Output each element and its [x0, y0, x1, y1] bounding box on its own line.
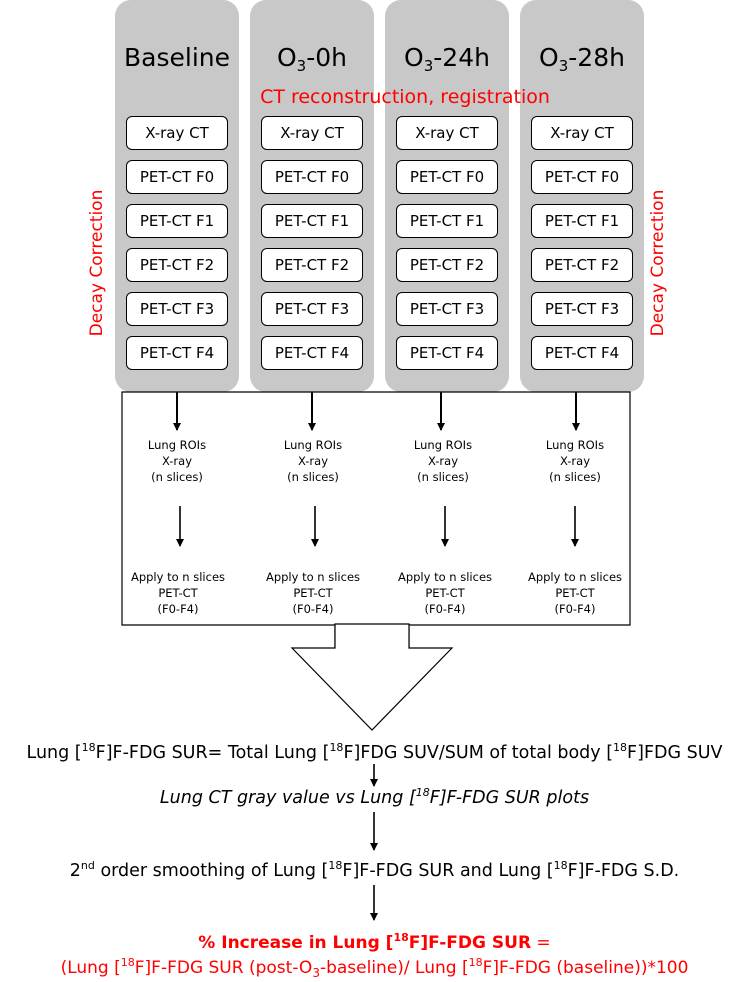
- scan-box-pet-ct-f4: PET-CT F4: [396, 336, 498, 370]
- scan-box-pet-ct-f3: PET-CT F3: [396, 292, 498, 326]
- plots-label: Lung CT gray value vs Lung [18F]F-FDG SU…: [159, 786, 590, 808]
- column-title: O3-0h: [276, 43, 347, 75]
- column-title: O3-28h: [539, 43, 625, 75]
- increase-formula: (Lung [18F]F-FDG SUR (post-O3-baseline)/…: [60, 956, 689, 980]
- column-o3-0h: O3-0h X-ray CT PET-CT F0 PET-CT F1 PET-C…: [250, 0, 374, 392]
- scan-box-pet-ct-f3: PET-CT F3: [126, 292, 228, 326]
- increase-title: % Increase in Lung [18F]F-FDG SUR =: [198, 931, 551, 953]
- scan-box-pet-ct-f2: PET-CT F2: [126, 248, 228, 282]
- column-o3-28h: O3-28h X-ray CT PET-CT F0 PET-CT F1 PET-…: [520, 0, 644, 392]
- scan-box-pet-ct-f0: PET-CT F0: [261, 160, 363, 194]
- scan-box-pet-ct-f3: PET-CT F3: [261, 292, 363, 326]
- scan-box-pet-ct-f1: PET-CT F1: [261, 204, 363, 238]
- scan-box-pet-ct-f0: PET-CT F0: [396, 160, 498, 194]
- column-title: O3-24h: [404, 43, 490, 75]
- scan-box-pet-ct-f2: PET-CT F2: [261, 248, 363, 282]
- scan-box-pet-ct-f1: PET-CT F1: [531, 204, 633, 238]
- scan-box-xray-ct: X-ray CT: [531, 116, 633, 150]
- scan-box-pet-ct-f0: PET-CT F0: [531, 160, 633, 194]
- scan-box-xray-ct: X-ray CT: [261, 116, 363, 150]
- ct-reconstruction-label: CT reconstruction, registration: [260, 86, 550, 108]
- scan-box-pet-ct-f4: PET-CT F4: [531, 336, 633, 370]
- scan-box-pet-ct-f0: PET-CT F0: [126, 160, 228, 194]
- scan-box-pet-ct-f3: PET-CT F3: [531, 292, 633, 326]
- column-title: Baseline: [124, 43, 230, 72]
- scan-box-pet-ct-f2: PET-CT F2: [396, 248, 498, 282]
- scan-box-xray-ct: X-ray CT: [126, 116, 228, 150]
- scan-box-pet-ct-f4: PET-CT F4: [126, 336, 228, 370]
- scan-box-xray-ct: X-ray CT: [396, 116, 498, 150]
- smoothing-label: 2nd order smoothing of Lung [18F]F-FDG S…: [69, 859, 680, 881]
- scan-box-pet-ct-f1: PET-CT F1: [126, 204, 228, 238]
- scan-box-pet-ct-f4: PET-CT F4: [261, 336, 363, 370]
- column-baseline: Baseline X-ray CT PET-CT F0 PET-CT F1 PE…: [115, 0, 239, 392]
- big-down-arrow: [290, 623, 454, 731]
- scan-box-pet-ct-f1: PET-CT F1: [396, 204, 498, 238]
- column-o3-24h: O3-24h X-ray CT PET-CT F0 PET-CT F1 PET-…: [385, 0, 509, 392]
- sur-formula: Lung [18F]F-FDG SUR= Total Lung [18F]FDG…: [26, 741, 723, 763]
- scan-box-pet-ct-f2: PET-CT F2: [531, 248, 633, 282]
